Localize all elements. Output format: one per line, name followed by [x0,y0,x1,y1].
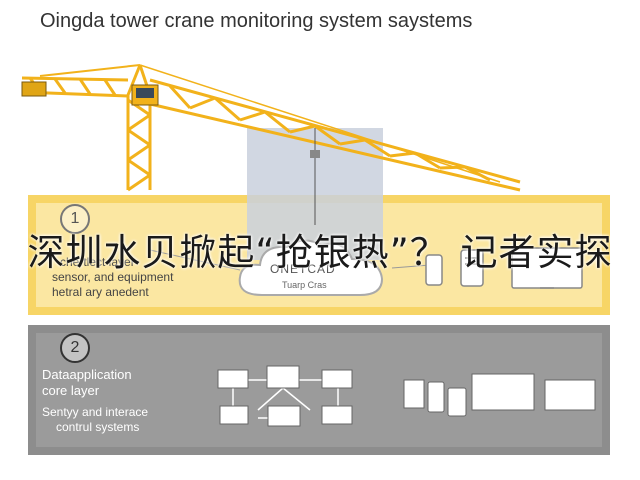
phone-icon [425,254,443,286]
monitor-icon [267,405,301,427]
layer-2-description: contrul systems [56,420,140,434]
layer-1-bullet: sensor, and equipment [52,270,174,284]
layer-1-description: hetral ary anedent [52,285,149,299]
monitor-icon [511,247,583,289]
laptop-icon [321,369,353,389]
monitor-icon [544,379,596,411]
cloud-label: ONETCAD [270,262,336,276]
tablet-icon [447,387,467,417]
phone-icon [427,381,445,413]
layer-2-number: 2 [60,333,90,363]
document-icon [403,379,425,409]
monitor-icon [266,365,300,389]
layer-1-title: chertlect layer [60,255,135,269]
cloud-icon [238,239,384,296]
laptop-icon [219,405,249,425]
laptop-icon [217,369,249,389]
monitor-icon [471,373,535,411]
headline-text: 深圳水贝掀起“抢银热”？ 记者实探 [27,231,613,274]
layer-2-title: Dataapplication [42,367,132,382]
layer-2-subtitle: core layer [42,383,100,398]
layer-2-bullet: Sentyy and interace [42,405,149,419]
page-title: Oingda tower crane monitoring system say… [40,10,473,32]
laptop-icon [321,405,353,425]
tablet-icon [460,249,484,287]
layer-1-number: 1 [60,204,90,234]
cloud-sublabel: Tuarp Cras [282,280,327,290]
